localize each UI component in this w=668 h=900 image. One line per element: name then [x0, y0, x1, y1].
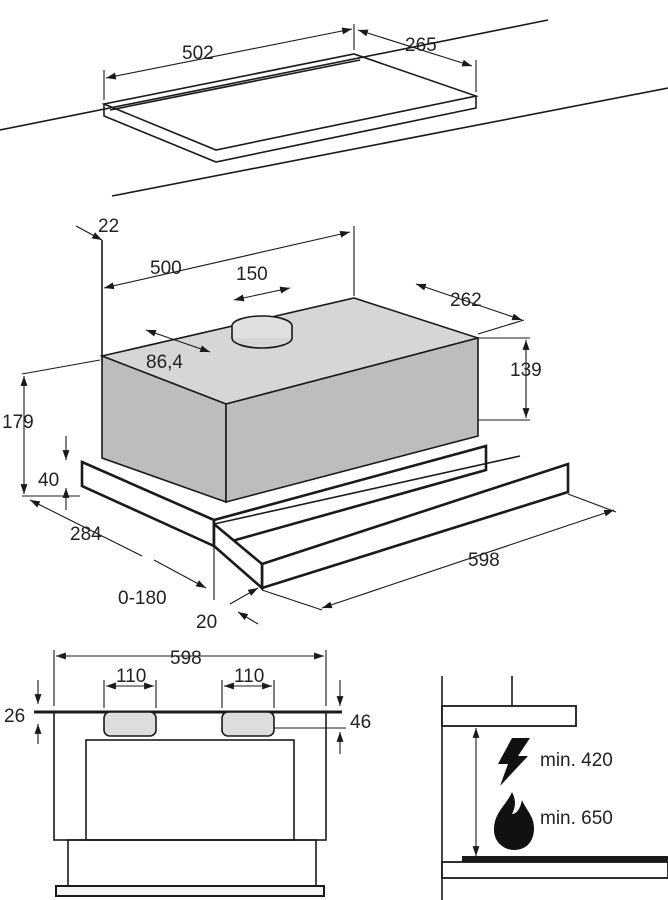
front-lower-body [67, 839, 317, 889]
ext-line [261, 589, 323, 611]
flame-icon [494, 792, 534, 850]
dim-body-height: 139 [510, 360, 542, 381]
dim-extension: 0-180 [118, 588, 167, 609]
dim-262-arrow [415, 283, 523, 321]
dim-top-depth: 265 [405, 35, 437, 56]
dim-slot-left: 110 [116, 666, 146, 687]
dim-total-width: 598 [468, 550, 500, 571]
front-view: 598 110 110 26 46 [4, 648, 371, 897]
dim-ext-arrow [153, 559, 207, 589]
outlet-slot-right [221, 711, 275, 737]
top-view: 502 265 [0, 19, 668, 197]
dim-front-thickness: 20 [196, 612, 217, 633]
lightning-icon [498, 738, 530, 786]
hood-3d-view: 22 500 150 86,4 262 [2, 216, 617, 633]
dim-284-arrow [29, 499, 143, 557]
dim-outlet-diameter: 150 [236, 264, 268, 285]
dim-86-arrow [145, 329, 211, 353]
hood-front-face [225, 336, 479, 504]
dim-front-height: 40 [38, 470, 59, 491]
install-electric-label: min. 420 [540, 750, 613, 771]
outlet-bottom [231, 337, 293, 349]
wall-line-lower [111, 87, 668, 197]
dim-width-arrow [105, 27, 353, 80]
ext-line [567, 493, 617, 513]
dim-body-width: 500 [150, 258, 182, 279]
dim-front-total-width: 598 [170, 648, 202, 669]
wall-line-upper [0, 19, 549, 131]
pull-out-top-edge [213, 455, 521, 525]
install-gas-label: min. 650 [540, 808, 613, 829]
dim-wall-gap: 22 [98, 216, 119, 237]
dim-total-height: 179 [2, 412, 34, 433]
dim-body-depth: 262 [450, 290, 482, 311]
dim-outlet-offset: 86,4 [146, 352, 183, 373]
dim-depth: 284 [70, 524, 102, 545]
mounting-plate-inner [109, 59, 361, 111]
dim-22-arrow [75, 225, 103, 241]
front-bottom-trim [55, 885, 325, 897]
dim-slot-right: 110 [234, 666, 264, 687]
installation-view: min. 420 min. 650 [441, 676, 668, 900]
dim-top-width: 502 [182, 43, 214, 64]
dim-top-offset: 26 [4, 706, 25, 727]
install-cooktop [462, 856, 668, 862]
dim-598-arrow [321, 509, 615, 609]
front-inner-panel [85, 739, 295, 841]
dim-slot-offset: 46 [350, 712, 371, 733]
dim-depth-arrow [357, 29, 473, 67]
ext-line [477, 319, 525, 335]
mounting-plate-edge [103, 96, 477, 163]
dim-20-arrow-right [237, 611, 259, 625]
pull-out-side [212, 521, 264, 591]
install-hood-outline [441, 705, 577, 727]
dim-20-arrow-left [229, 587, 259, 605]
install-counter [441, 861, 668, 879]
front-body [53, 711, 327, 841]
ext-line [21, 359, 101, 375]
dim-500-arrow [103, 230, 351, 290]
outlet-slot-left [103, 711, 157, 737]
outlet-side [232, 326, 292, 338]
dim-150-arrow [233, 286, 291, 302]
